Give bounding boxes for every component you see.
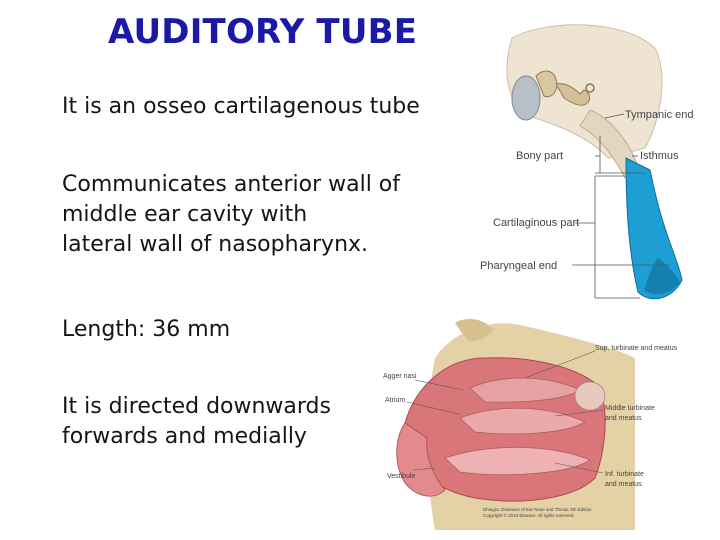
auditory-tube-figure: Tympanic end Bony part Isthmus Cartilagi… bbox=[480, 24, 693, 300]
label-middle-turbinate-2: and meatus bbox=[605, 415, 642, 422]
nasal-cavity-figure: Sup. turbinate and meatus Agger nasi Atr… bbox=[383, 318, 678, 530]
text-line: forwards and medially bbox=[62, 424, 307, 449]
label-sup-turbinate: Sup. turbinate and meatus bbox=[595, 345, 678, 352]
label-pharyngeal-end: Pharyngeal end bbox=[480, 260, 557, 272]
figure-copyright: Copyright © 2010 Elsevier. All rights re… bbox=[483, 512, 575, 518]
label-cartilaginous-part: Cartilaginous part bbox=[493, 217, 579, 229]
description-osseo: It is an osseo cartilagenous tube bbox=[62, 92, 420, 122]
text-line: Communicates anterior wall of bbox=[62, 172, 401, 197]
label-bony-part: Bony part bbox=[516, 150, 563, 162]
description-direction: It is directed downwards forwards and me… bbox=[62, 392, 331, 452]
label-agger-nasi: Agger nasi bbox=[383, 373, 417, 380]
text-line: middle ear cavity with bbox=[62, 202, 308, 227]
label-inf-turbinate-2: and meatus bbox=[605, 481, 642, 488]
label-vestibule: Vestibule bbox=[387, 473, 416, 480]
label-inf-turbinate: Inf. turbinate bbox=[605, 471, 644, 478]
label-isthmus: Isthmus bbox=[640, 150, 679, 162]
label-tympanic-end: Tympanic end bbox=[625, 109, 693, 121]
text-line: It is an osseo cartilagenous tube bbox=[62, 94, 420, 119]
description-length: Length: 36 mm bbox=[62, 315, 230, 345]
figure-credit: Dhingra: Diseases of Ear Nose and Throat… bbox=[483, 507, 592, 512]
text-line: Length: 36 mm bbox=[62, 317, 231, 342]
text-line: lateral wall of nasopharynx. bbox=[62, 232, 369, 257]
label-atrium: Atrium bbox=[385, 397, 405, 404]
label-middle-turbinate: Middle turbinate bbox=[605, 405, 655, 412]
description-communicates: Communicates anterior wall of middle ear… bbox=[62, 170, 400, 260]
text-line: It is directed downwards bbox=[62, 394, 331, 419]
page-title: AUDITORY TUBE bbox=[108, 12, 418, 52]
